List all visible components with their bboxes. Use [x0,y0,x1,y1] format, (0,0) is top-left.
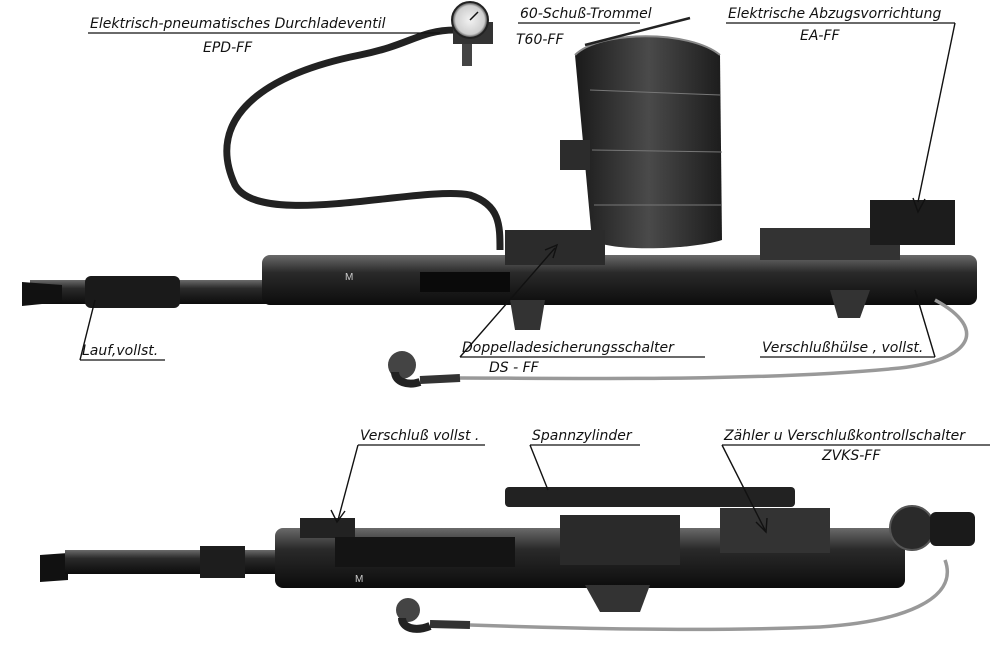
leader-huelse [914,289,936,358]
label-doppellade: Doppelladesicherungsschalter DS - FF [459,243,705,376]
leader-doppellade [459,247,556,358]
drum-magazine [560,16,723,249]
barrel-bottom [65,550,295,574]
label-abzug: Elektrische Abzugsvorrichtung EA-FF [726,6,956,214]
label-trommel: 60-Schuß-Trommel T60-FF [516,6,652,48]
label-zaehler: Zähler u Verschlußkontrollschalter ZVKS-… [721,428,990,534]
bottom-weapon: M [40,487,975,633]
label-abzug-name: Elektrische Abzugsvorrichtung [728,6,941,22]
label-trommel-code: T60-FF [516,32,564,48]
label-doppellade-code: DS - FF [489,360,540,376]
label-trommel-name: 60-Schuß-Trommel [520,6,652,22]
label-doppellade-name: Doppelladesicherungsschalter [462,340,675,356]
label-spann: Spannzylinder [529,428,640,491]
top-weapon: M [22,1,977,388]
valve-gauge [451,1,493,66]
electric-cable-bottom [469,559,949,632]
label-epd-code: EPD-FF [203,40,253,56]
label-zaehler-name: Zähler u Verschlußkontrollschalter [723,428,966,444]
label-abzug-code: EA-FF [800,28,841,44]
leader-abzug [917,22,956,203]
label-lauf: Lauf,vollst. [79,299,165,361]
receiver-marking-bottom: M [355,574,363,585]
leader-verschluss [337,444,359,521]
label-epd: Elektrisch-pneumatisches Durchladeventil… [88,16,440,56]
label-verschluss: Verschluß vollst . [330,428,485,524]
label-zaehler-code: ZVKS-FF [821,448,881,464]
label-epd-name: Elektrisch-pneumatisches Durchladeventil [90,16,386,32]
receiver-top [262,255,977,305]
label-lauf-name: Lauf,vollst. [82,343,158,359]
electric-cable-top [459,298,969,381]
leader-spann [529,444,549,491]
leader-zaehler [721,444,766,531]
label-huelse: Verschlußhülse , vollst. [760,289,936,358]
label-verschluss-name: Verschluß vollst . [360,428,479,444]
label-huelse-name: Verschlußhülse , vollst. [762,340,923,356]
air-hose [223,26,504,251]
label-spann-name: Spannzylinder [532,428,633,444]
leader-lauf [79,299,96,361]
receiver-marking-top: M [345,272,353,283]
